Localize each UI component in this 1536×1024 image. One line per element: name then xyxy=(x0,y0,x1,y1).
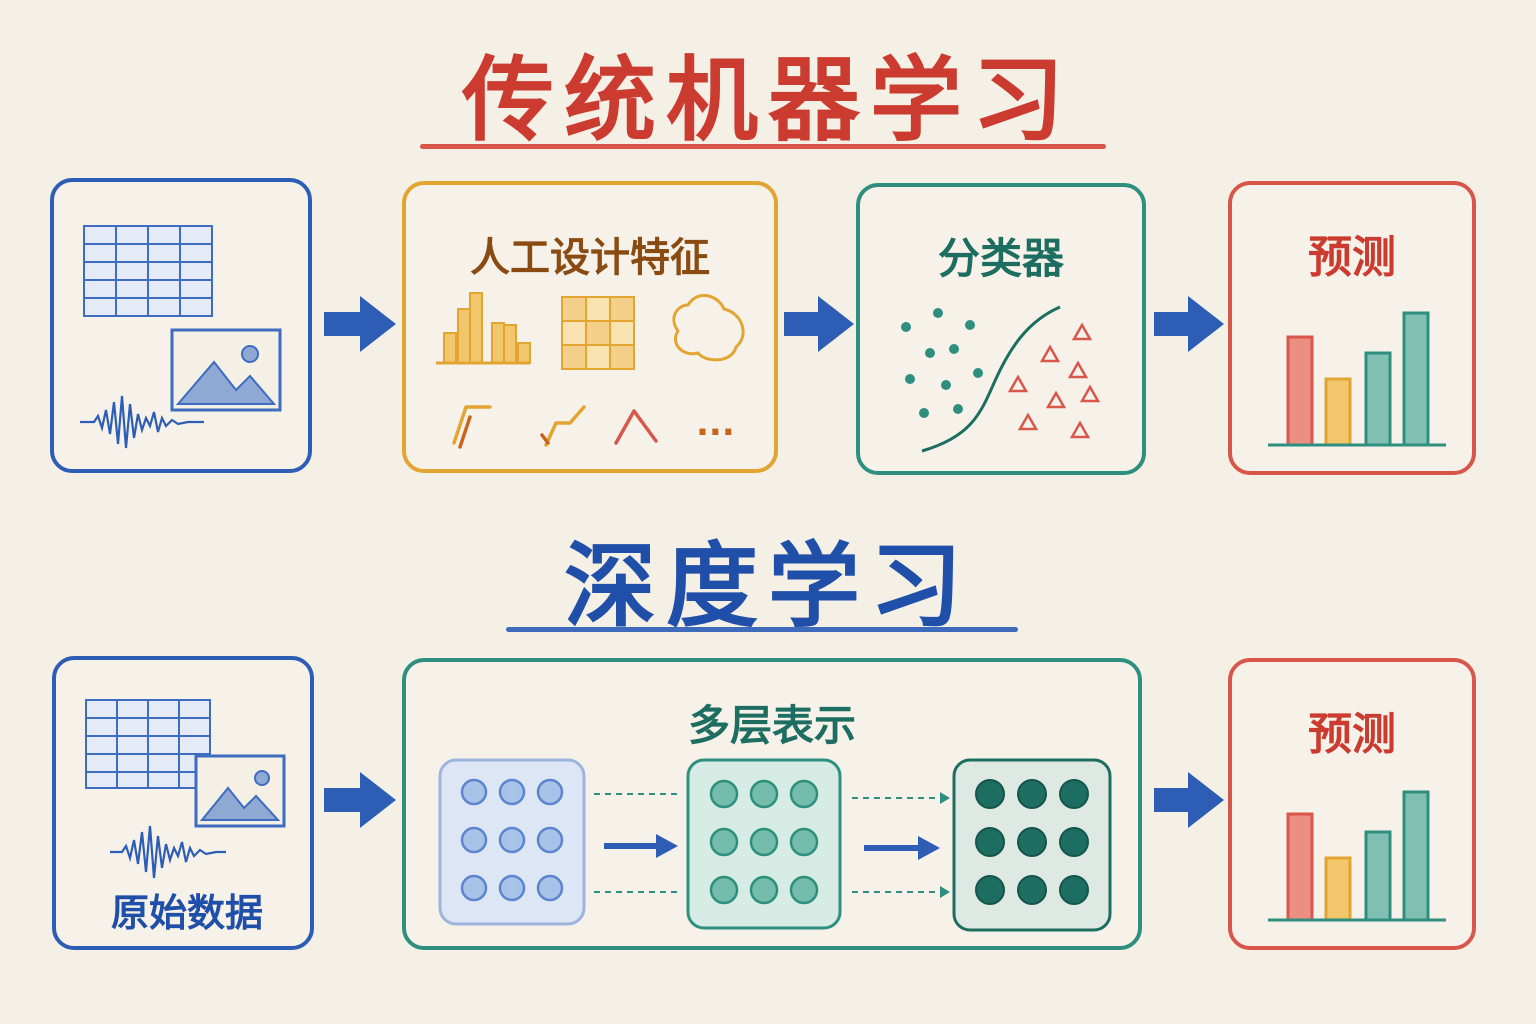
waveform-icon xyxy=(80,395,204,449)
image-icon xyxy=(170,328,282,412)
multilayer-box: 多层表示 xyxy=(402,658,1142,950)
arrow-icon xyxy=(784,296,854,352)
classifier-box-label: 分类器 xyxy=(937,234,1064,283)
bar-chart-icon xyxy=(1268,311,1446,447)
edge-icon xyxy=(452,405,658,449)
raw-data-box-bottom: 原始数据 xyxy=(52,656,314,950)
grid-icon xyxy=(561,296,635,370)
traditional-ml-title: 传统机器学习 xyxy=(461,47,1074,154)
waveform-icon xyxy=(110,825,226,879)
prediction-box-top: 预测 xyxy=(1228,181,1476,475)
image-icon xyxy=(194,754,286,828)
neuron-grid-icon xyxy=(686,758,842,930)
table-icon xyxy=(83,225,213,317)
prediction-box-top-label: 预测 xyxy=(1308,232,1396,283)
arrow-icon xyxy=(324,772,396,828)
arrow-icon xyxy=(324,296,396,352)
multilayer-box-label: 多层表示 xyxy=(687,701,856,750)
prediction-box-bottom-label: 预测 xyxy=(1308,709,1396,760)
neuron-grid-icon xyxy=(952,758,1112,932)
feature-box-label: 人工设计特征 xyxy=(470,235,710,281)
arrow-icon xyxy=(1154,772,1224,828)
histogram-icon xyxy=(436,292,531,365)
scatter-icon xyxy=(901,305,1101,453)
classifier-box: 分类器 xyxy=(856,183,1146,475)
bar-chart-icon xyxy=(1268,790,1446,922)
raw-data-label: 原始数据 xyxy=(111,891,263,935)
arrow-icon xyxy=(604,834,678,858)
blob-icon xyxy=(672,294,745,362)
traditional-ml-underline xyxy=(420,144,1106,149)
feature-box: 人工设计特征 ... xyxy=(402,181,778,473)
prediction-box-bottom: 预测 xyxy=(1228,658,1476,950)
raw-data-box-top xyxy=(50,178,312,473)
arrow-icon xyxy=(1154,296,1224,352)
deep-learning-underline xyxy=(506,627,1018,632)
arrow-icon xyxy=(864,836,940,860)
feature-ellipsis: ... xyxy=(696,404,735,444)
deep-learning-title: 深度学习 xyxy=(563,533,972,640)
neuron-grid-icon xyxy=(438,758,586,926)
table-icon xyxy=(85,699,211,789)
